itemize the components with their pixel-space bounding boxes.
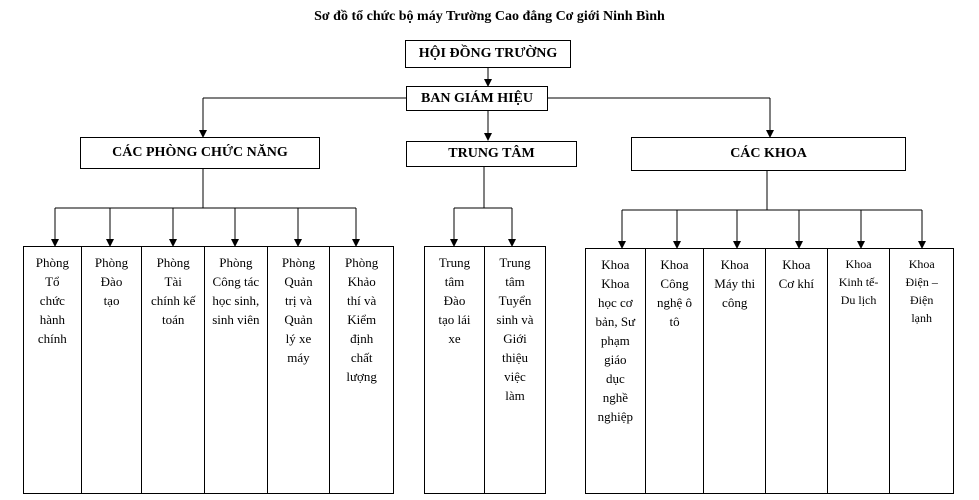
centers-label: TRUNG TÂM [448, 146, 535, 161]
faculties-label: CÁC KHOA [730, 146, 807, 161]
council-label: HỘI ĐỒNG TRƯỜNG [418, 46, 558, 61]
centers-group: Trung tâm Đào tạo lái xe Trung tâm Tuyển… [424, 246, 546, 494]
faculty-item: Khoa Điện – Điện lạnh [905, 257, 938, 325]
department-item: Phòng Quản trị và Quản lý xe máy [268, 247, 331, 493]
faculty-item: Khoa Kinh tế- Du lịch [828, 249, 891, 493]
faculty-item: Khoa Công nghệ ô tô [646, 249, 705, 493]
faculty-item: Khoa Máy thi công [704, 249, 767, 493]
faculties-group: Khoa Khoa học cơ bản, Sư phạm giáo dục n… [585, 248, 954, 494]
department-item: Phòng Đào tạo [82, 247, 143, 493]
faculties-box: CÁC KHOA [631, 137, 906, 171]
departments-label: CÁC PHÒNG CHỨC NĂNG [112, 145, 288, 160]
center-item: Trung tâm Đào tạo lái xe [425, 247, 486, 493]
chart-title: Sơ đồ tổ chức bộ máy Trường Cao đẳng Cơ … [314, 9, 665, 24]
board-label: BAN GIÁM HIỆU [420, 90, 533, 106]
department-item: Phòng Công tác học sinh, sinh viên [205, 247, 268, 493]
department-item: Phòng Tài chính kế toán [142, 247, 206, 493]
departments-group: Phòng Tổ chức hành chính Phòng Đào tạo P… [23, 246, 394, 494]
departments-box: CÁC PHÒNG CHỨC NĂNG [80, 137, 320, 169]
center-item: Trung tâm Tuyển sinh và Giới thiệu việc … [496, 255, 534, 403]
faculty-item: Khoa Khoa học cơ bản, Sư phạm giáo dục n… [586, 249, 646, 493]
board-box: BAN GIÁM HIỆU [406, 86, 548, 111]
department-item: Phòng Tổ chức hành chính [24, 247, 82, 493]
faculty-item: Khoa Cơ khí [766, 249, 828, 493]
department-item: Phòng Khảo thí và Kiểm định chất lượng [345, 255, 379, 384]
centers-box: TRUNG TÂM [406, 141, 577, 167]
council-box: HỘI ĐỒNG TRƯỜNG [405, 40, 571, 68]
